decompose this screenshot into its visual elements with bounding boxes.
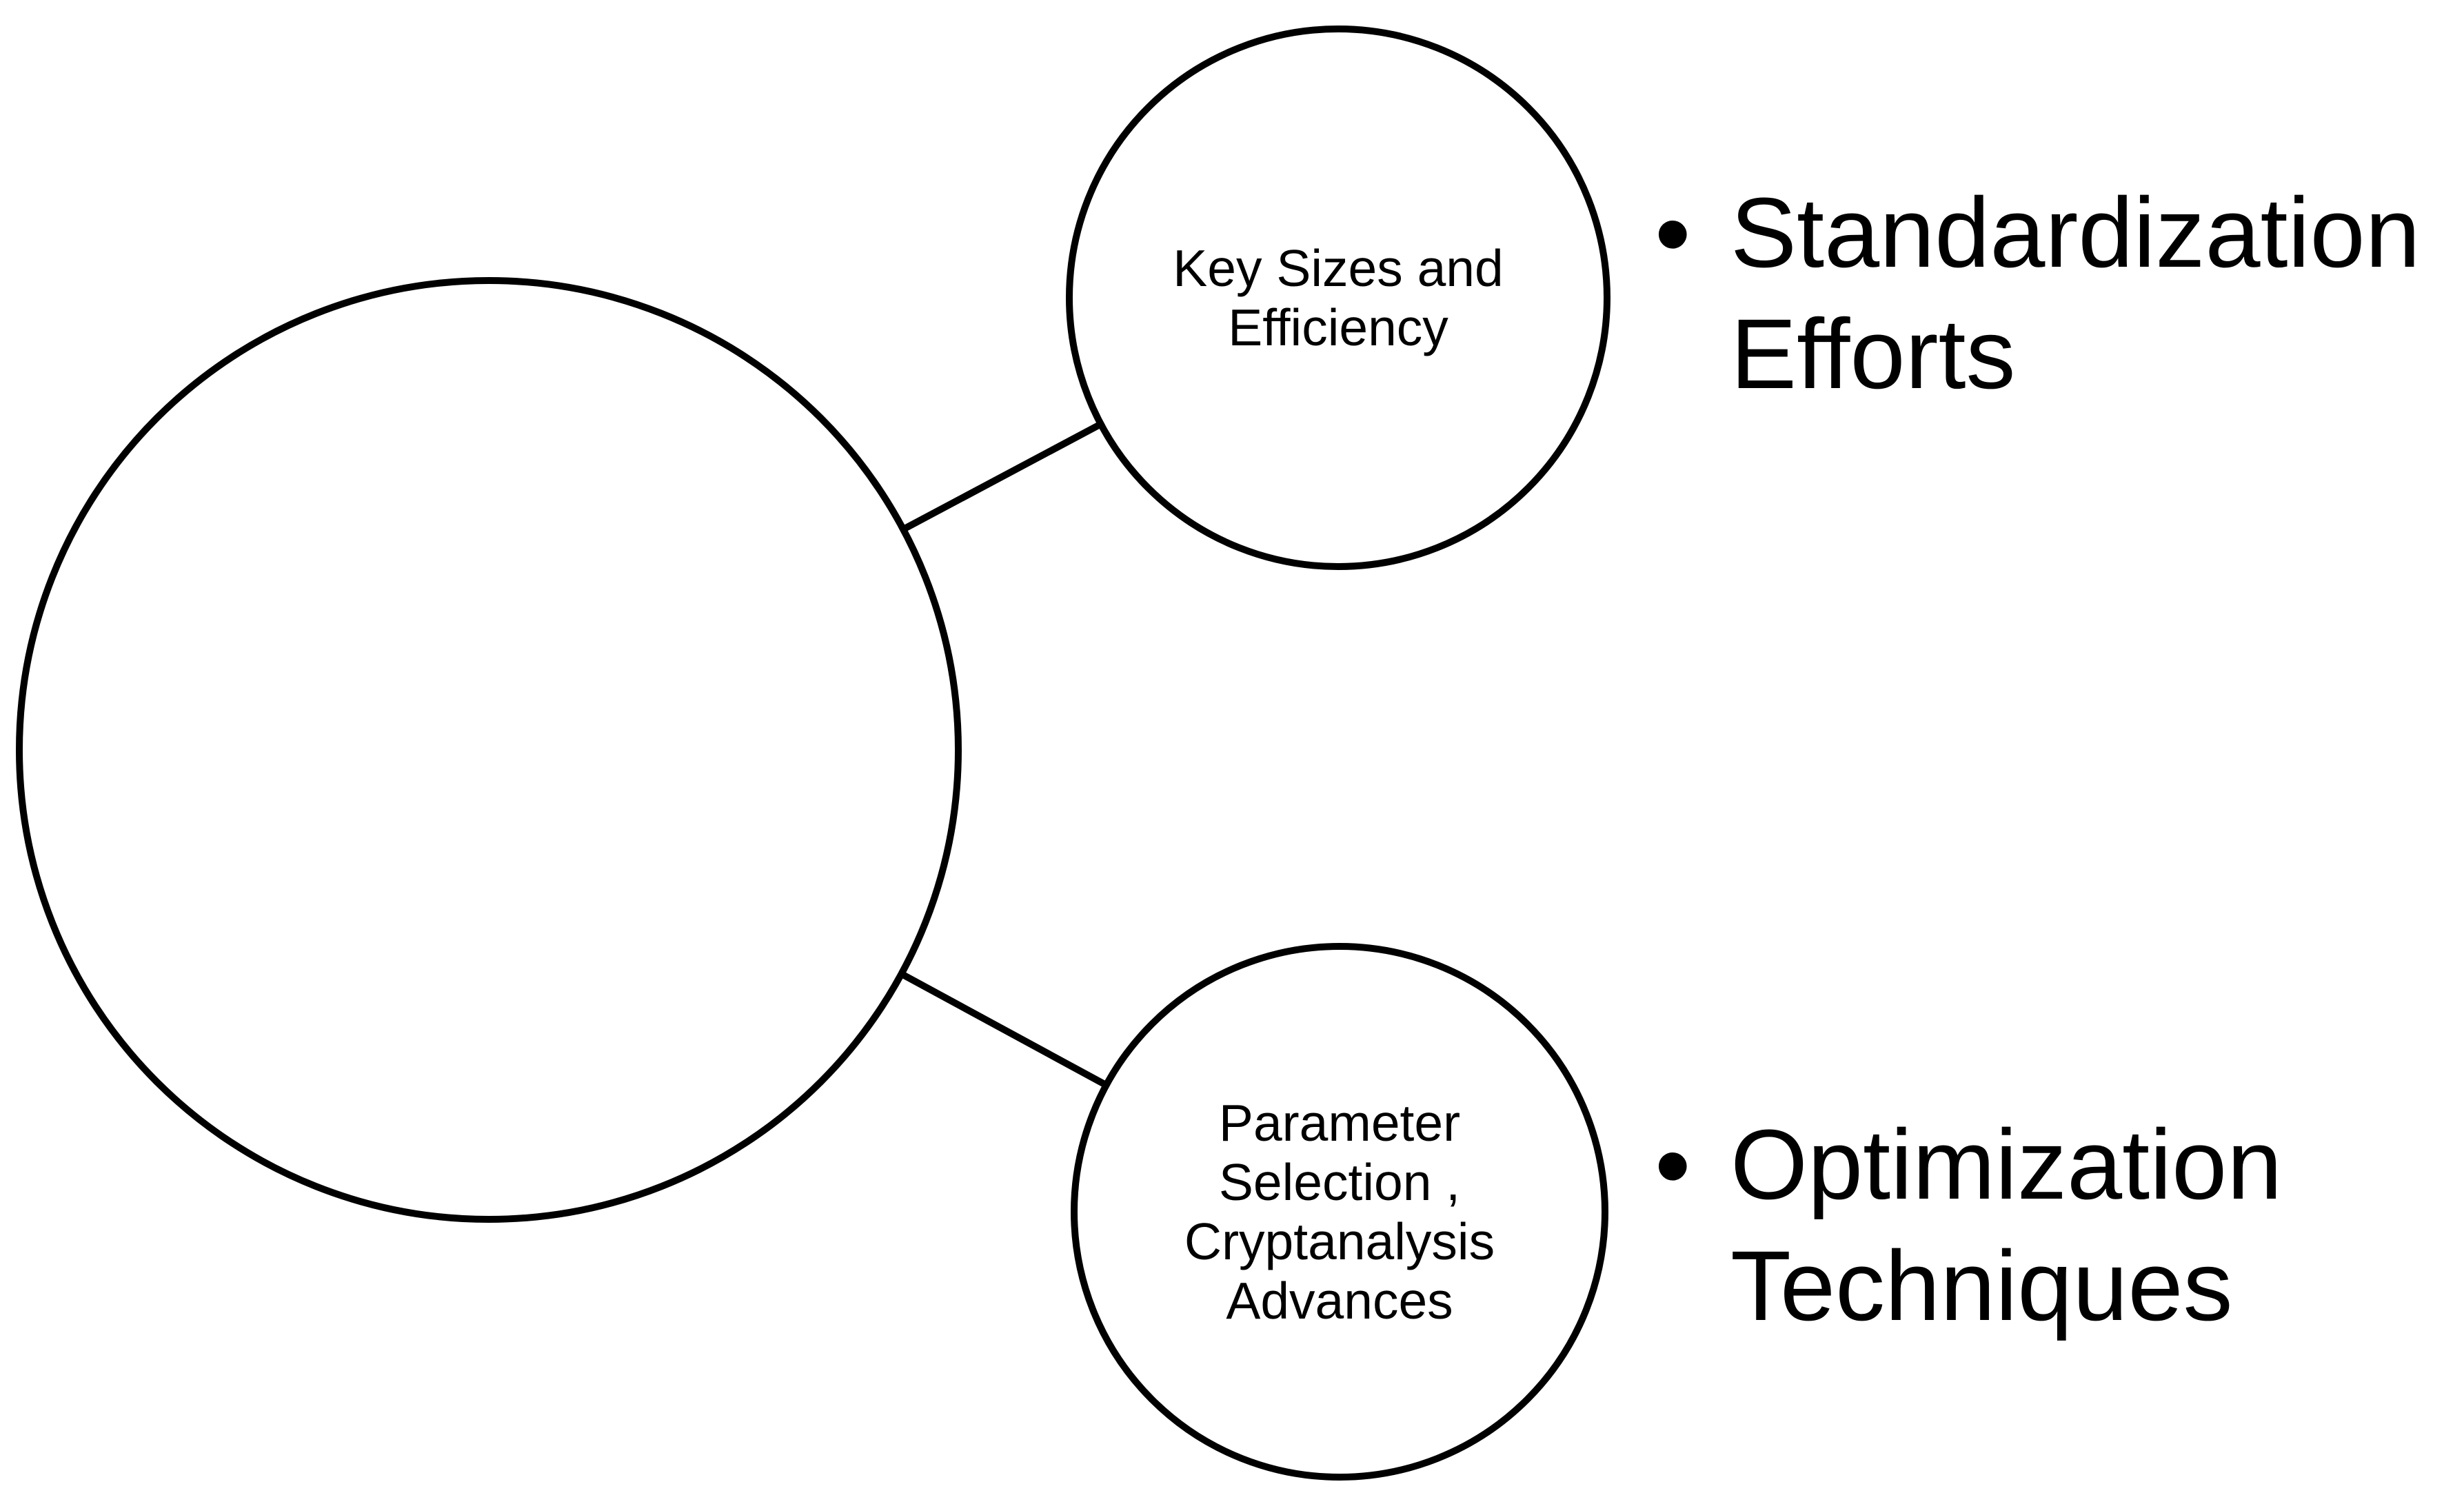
bullet-item-standardization-efforts: • Standardization Efforts — [1655, 172, 2434, 415]
key-sizes-node-label: Key Sizes and Efficiency — [1173, 239, 1504, 356]
key-sizes-node-label-box: Key Sizes and Efficiency — [1145, 32, 1531, 563]
parameter-node-circle — [1071, 943, 1608, 1481]
parameter-node-label: Parameter Selection , Cryptanalysis Adva… — [1184, 1094, 1495, 1330]
bullet-dot-icon: • — [1655, 175, 1691, 291]
key-sizes-node-circle — [1066, 26, 1610, 570]
bullet-text-optimization-techniques: Optimization Techniques — [1730, 1109, 2283, 1341]
parameter-node-label-box: Parameter Selection , Cryptanalysis Adva… — [1147, 950, 1533, 1474]
bullet-text-standardization-efforts: Standardization Efforts — [1730, 177, 2421, 409]
central-node-circle — [16, 277, 962, 1223]
bullet-dot-icon: • — [1655, 1107, 1691, 1223]
bullet-item-optimization-techniques: • Optimization Techniques — [1655, 1104, 2434, 1347]
